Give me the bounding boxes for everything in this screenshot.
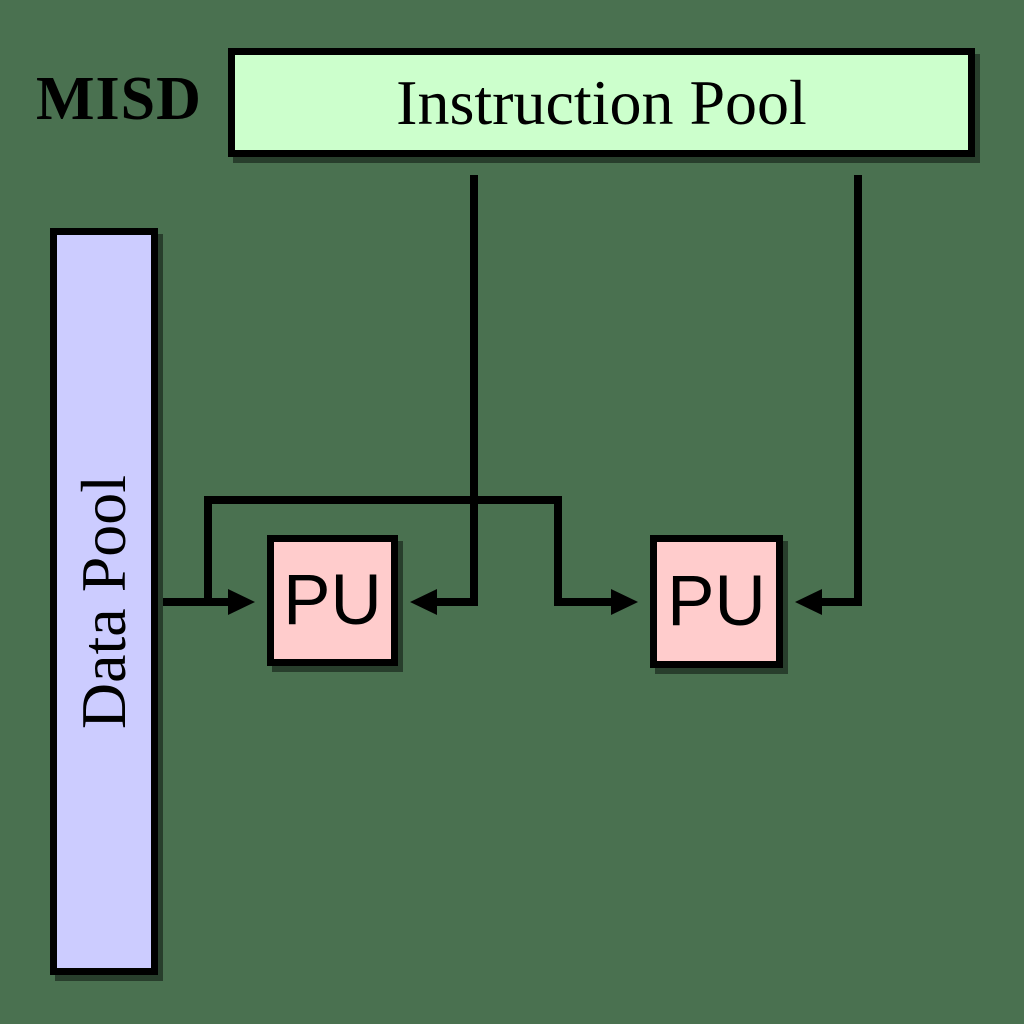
data-flow-main-line bbox=[163, 598, 231, 606]
instruction-flow-1-horizontal-line bbox=[434, 598, 478, 606]
instruction-pool-label: Instruction Pool bbox=[396, 66, 807, 138]
instruction-flow-2-arrowhead-icon bbox=[795, 589, 822, 615]
instruction-flow-1-vertical-line bbox=[470, 175, 478, 606]
data-flow-2-arrowhead-icon bbox=[611, 589, 638, 615]
pu2-box: PU bbox=[650, 535, 783, 668]
pu1-label: PU bbox=[283, 561, 382, 640]
instruction-pool-box: Instruction Pool bbox=[228, 48, 975, 157]
data-flow-1-arrowhead-icon bbox=[228, 589, 255, 615]
instruction-flow-2-horizontal-line bbox=[818, 598, 862, 606]
instruction-flow-1-arrowhead-icon bbox=[410, 589, 437, 615]
pu1-box: PU bbox=[267, 535, 398, 666]
data-flow-branch-horizontal-line bbox=[554, 598, 614, 606]
data-pool-label: Data Pool bbox=[68, 474, 139, 729]
instruction-flow-2-vertical-line bbox=[854, 175, 862, 606]
data-pool-box: Data Pool bbox=[50, 228, 158, 975]
data-flow-branch-up-line bbox=[204, 496, 212, 606]
data-flow-branch-down-line bbox=[554, 496, 562, 606]
misd-title-label: MISD bbox=[36, 65, 202, 133]
pu2-label: PU bbox=[667, 562, 766, 641]
data-flow-branch-top-line bbox=[204, 496, 562, 504]
